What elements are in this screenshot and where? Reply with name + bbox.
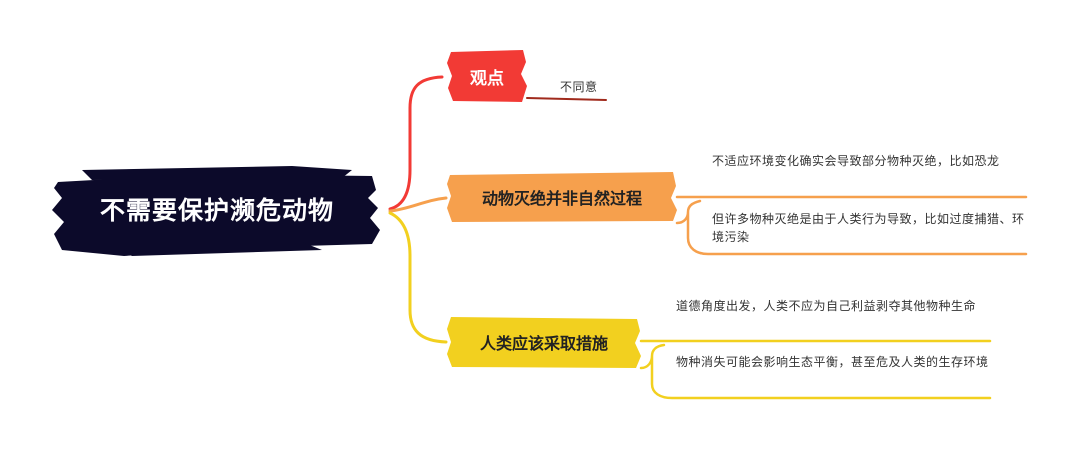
leaf-disagree[interactable]: 不同意 xyxy=(560,80,598,94)
root-title: 不需要保护濒危动物 xyxy=(99,196,334,225)
branch-node-viewpoint[interactable]: 观点 xyxy=(447,48,527,104)
branch-label: 人类应该采取措施 xyxy=(479,333,608,353)
connector-branch3-leaf2 xyxy=(639,343,992,400)
leaf-moral[interactable]: 道德角度出发，人类不应为自己利益剥夺其他物种生命 xyxy=(676,299,977,313)
leaf-dinosaur[interactable]: 不适应环境变化确实会导致部分物种灭绝，比如恐龙 xyxy=(712,154,1000,168)
connector-root-branch3 xyxy=(388,211,448,344)
branch-label: 观点 xyxy=(470,68,504,89)
branch-label: 动物灭绝并非自然过程 xyxy=(481,188,642,208)
leaf-human-causes[interactable]: 但许多物种灭绝是由于人类行为导致，比如过度捕猎、环境污染 xyxy=(712,212,1025,244)
connector-branch1-leaf xyxy=(526,97,607,101)
connector-root-branch2 xyxy=(388,196,448,213)
branch1-brush-background xyxy=(447,50,527,102)
connector-branch2-leaf2 xyxy=(675,199,1028,256)
branch-node-extinction[interactable]: 动物灭绝并非自然过程 xyxy=(447,170,677,223)
leaf-ecology[interactable]: 物种消失可能会影响生态平衡，甚至危及人类的生存环境 xyxy=(676,355,989,369)
root-node[interactable]: 不需要保护濒危动物 xyxy=(52,160,382,258)
branch3-brush-background xyxy=(447,317,641,368)
branch2-brush-background xyxy=(447,172,677,222)
branch-node-measures[interactable]: 人类应该采取措施 xyxy=(447,314,641,369)
connector-root-branch1 xyxy=(388,75,444,211)
root-brush-background xyxy=(52,166,380,256)
